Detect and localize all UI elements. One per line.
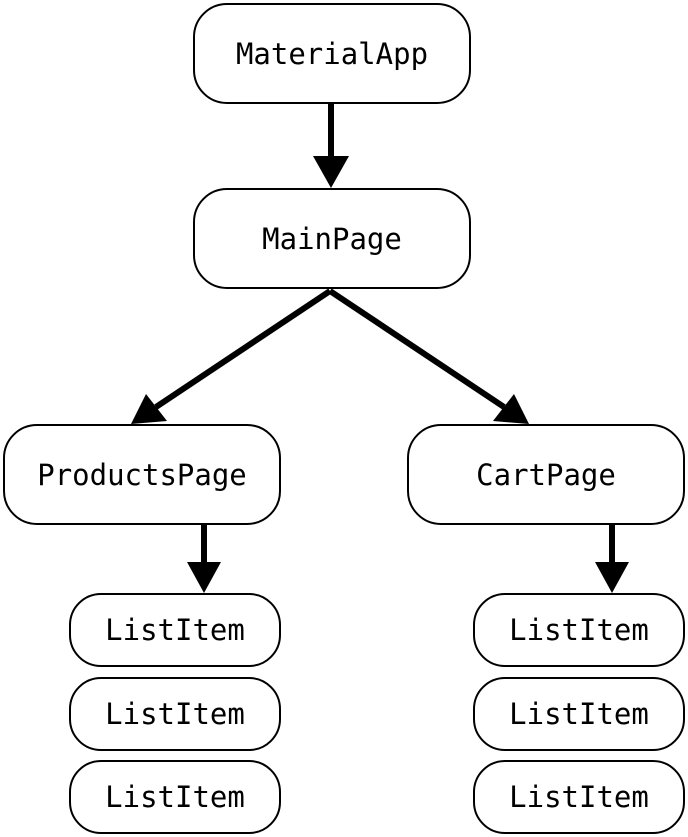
node-label: ListItem (105, 780, 245, 814)
node-materialapp: MaterialApp (193, 3, 471, 104)
node-label: ProductsPage (37, 457, 247, 492)
edge-mainpage-to-productspage (131, 288, 332, 424)
node-label: ListItem (105, 697, 245, 731)
edge-materialapp-to-mainpage (313, 104, 349, 188)
node-cart-listitem: ListItem (473, 593, 685, 667)
edge-productspage-to-listitem (187, 525, 221, 593)
node-label: CartPage (476, 457, 616, 492)
node-cart-listitem: ListItem (473, 677, 685, 751)
node-products-listitem: ListItem (69, 593, 281, 667)
node-cart-listitem: ListItem (473, 760, 685, 834)
node-label: ListItem (509, 697, 649, 731)
node-mainpage: MainPage (193, 188, 471, 289)
node-label: MaterialApp (235, 36, 429, 71)
node-label: ListItem (105, 613, 245, 647)
edge-mainpage-to-cartpage (328, 288, 529, 424)
node-productspage: ProductsPage (3, 424, 281, 525)
edge-cartpage-to-listitem (595, 525, 629, 593)
node-label: MainPage (262, 221, 402, 256)
node-cartpage: CartPage (407, 424, 685, 525)
node-label: ListItem (509, 780, 649, 814)
node-products-listitem: ListItem (69, 677, 281, 751)
node-products-listitem: ListItem (69, 760, 281, 834)
node-label: ListItem (509, 613, 649, 647)
